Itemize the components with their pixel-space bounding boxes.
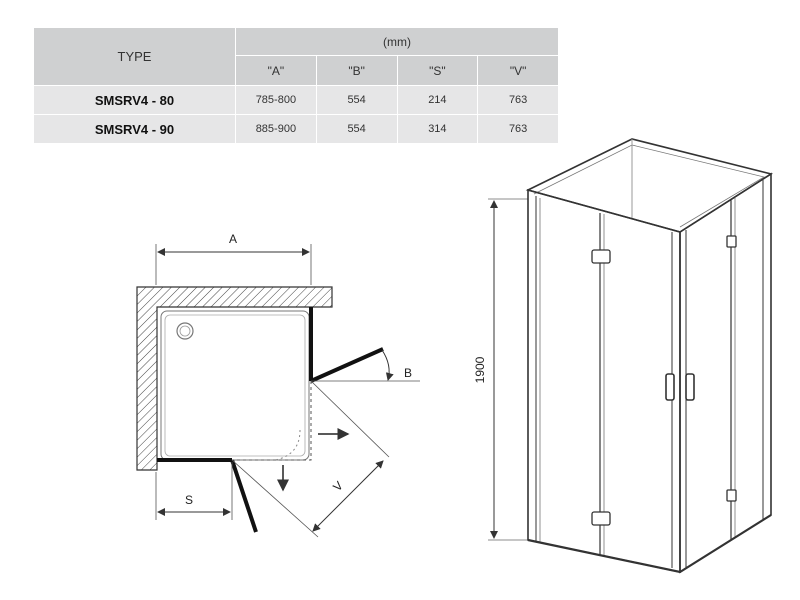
hinge-icon [726, 235, 737, 248]
top-frame [525, 138, 773, 233]
dimension-table: TYPE (mm) "A" "B" "S" "V" SMSRV4 - 80 78… [33, 27, 559, 144]
column-header-v: "V" [477, 55, 559, 86]
label-v: V [330, 479, 346, 495]
value-cell: 763 [477, 85, 559, 115]
type-header: TYPE [33, 27, 236, 86]
door-handle-icon [665, 373, 675, 401]
label-s: S [185, 493, 193, 507]
dimension-line-v [312, 460, 384, 532]
value-cell: 314 [396, 114, 479, 144]
value-cell: 763 [477, 114, 559, 144]
shower-tray-inner [164, 314, 306, 457]
plan-view: A B S V [136, 232, 420, 538]
column-header-s: "S" [396, 55, 479, 86]
shower-tray [160, 310, 310, 461]
dimension-arc-b [381, 349, 394, 381]
elevation-view: 1900 [473, 138, 773, 574]
door-leaf-front [230, 459, 258, 533]
label-a: A [229, 232, 237, 246]
value-cell: 785-800 [235, 85, 317, 115]
value-cell: 554 [315, 114, 398, 144]
value-cell: 554 [315, 85, 398, 115]
door-handle-icon [685, 373, 695, 401]
label-b: B [404, 366, 412, 380]
wall [136, 286, 333, 471]
door-leaf-right [310, 347, 384, 383]
drain-icon [176, 322, 194, 340]
model-cell: SMSRV4 - 90 [33, 114, 236, 144]
hinge-icon [726, 489, 737, 502]
right-enclosure-face [679, 172, 772, 574]
value-cell: 885-900 [235, 114, 317, 144]
height-label: 1900 [473, 356, 487, 383]
table-row: SMSRV4 - 80 785-800 554 214 763 [33, 85, 559, 115]
value-cell: 214 [396, 85, 479, 115]
model-cell: SMSRV4 - 80 [33, 85, 236, 115]
hinge-icon [591, 511, 611, 526]
hinge-icon [591, 249, 611, 264]
table-row: SMSRV4 - 90 885-900 554 314 763 [33, 114, 559, 144]
